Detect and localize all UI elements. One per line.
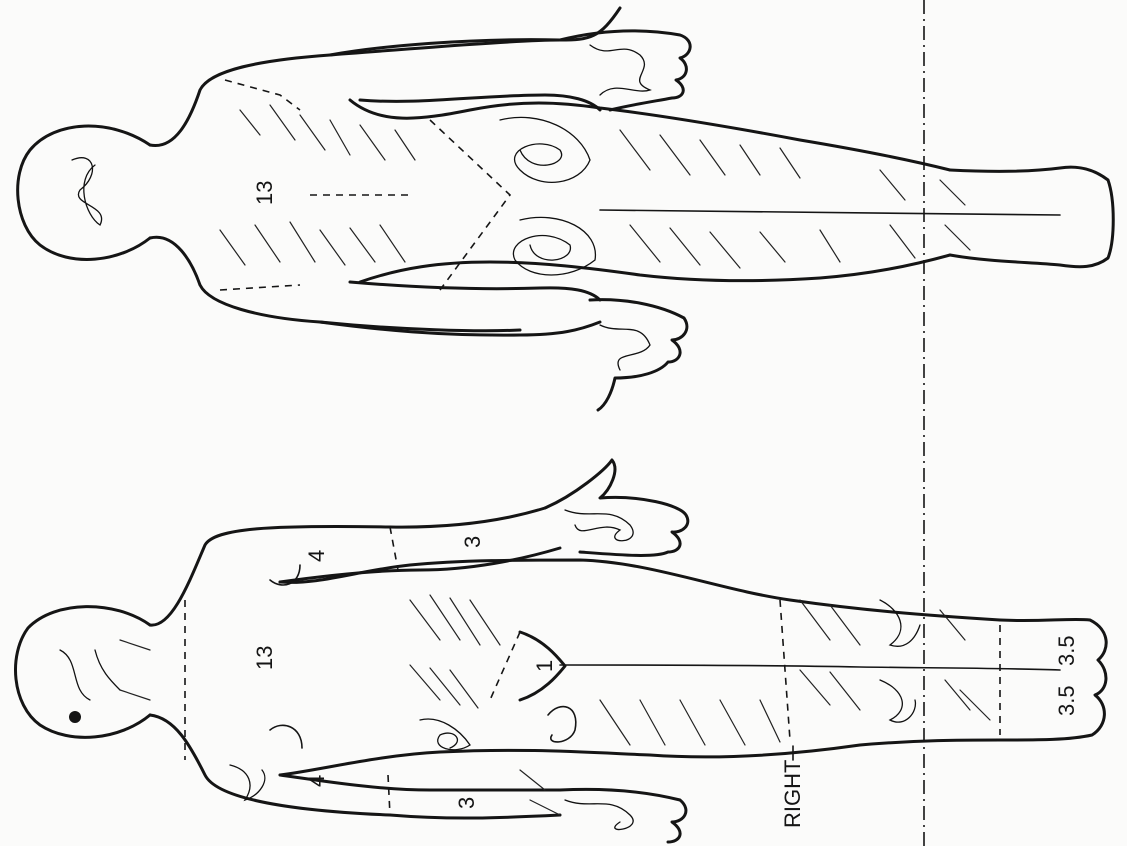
anterior-left-shoulder — [150, 526, 390, 625]
anterior-figure: 13 4 4 3 3 1 3.5 3.5 — [16, 460, 1107, 842]
anterior-right-hand-marking — [565, 800, 633, 829]
anterior-forearm-label-left: 3 — [454, 797, 479, 809]
anterior-forearm-label-right: 3 — [460, 536, 485, 548]
posterior-area-label: 13 — [252, 181, 277, 205]
anterior-head — [16, 607, 151, 738]
anterior-left-hand — [545, 460, 688, 555]
anterior-upper-arm-label-right: 4 — [304, 550, 329, 562]
posterior-upper-buttock-marking — [500, 117, 590, 182]
anterior-genital-label: 1 — [532, 660, 557, 672]
anterior-leg-divide — [560, 665, 1060, 670]
anterior-abdomen-marking — [420, 719, 470, 750]
anterior-thigh-curl — [548, 707, 576, 742]
anterior-right-arm-bottom — [390, 815, 560, 818]
anterior-right-nipple — [270, 725, 302, 748]
anterior-right-elbow-line — [388, 775, 390, 815]
anterior-torso-left — [280, 560, 1000, 620]
anterior-foot-label-right: 3.5 — [1054, 635, 1079, 666]
anterior-left-arm-top — [390, 508, 545, 527]
anterior-torso-right — [280, 740, 1000, 775]
posterior-figure: 13 — [18, 8, 1114, 410]
posterior-left-shoulder — [150, 40, 560, 146]
posterior-torso-left — [350, 100, 950, 170]
anterior-face-marking — [60, 650, 120, 700]
anterior-foot-label-left: 3.5 — [1054, 685, 1079, 716]
anterior-upper-arm-label-left: 4 — [304, 775, 329, 787]
anterior-right-hand — [560, 789, 686, 842]
posterior-right-arm-top — [320, 322, 600, 335]
posterior-left-hand-marking — [590, 45, 650, 95]
anterior-ear-mark — [69, 711, 81, 723]
posterior-right-hand-marking — [600, 325, 650, 370]
side-marker-label: RIGHT — [780, 760, 805, 828]
anterior-left-elbow-line — [390, 527, 398, 570]
anterior-hatching — [120, 595, 990, 815]
anterior-left-hand-marking — [565, 510, 633, 541]
posterior-feet — [950, 167, 1113, 267]
posterior-leg-divide — [600, 210, 1060, 215]
anterior-thigh-line — [780, 600, 790, 740]
posterior-hatching — [220, 105, 970, 268]
posterior-region-line-3 — [220, 285, 300, 290]
posterior-head-marking — [72, 158, 102, 225]
posterior-left-arm-top — [330, 8, 620, 55]
anterior-knee-marking-left — [880, 600, 920, 646]
posterior-right-arm-bottom — [350, 282, 600, 300]
anterior-knee-marking-right — [880, 680, 915, 722]
posterior-right-hand — [590, 300, 687, 410]
anterior-groin-line — [490, 632, 520, 700]
posterior-region-line-1 — [225, 80, 300, 110]
anterior-chest-label: 13 — [252, 646, 277, 670]
